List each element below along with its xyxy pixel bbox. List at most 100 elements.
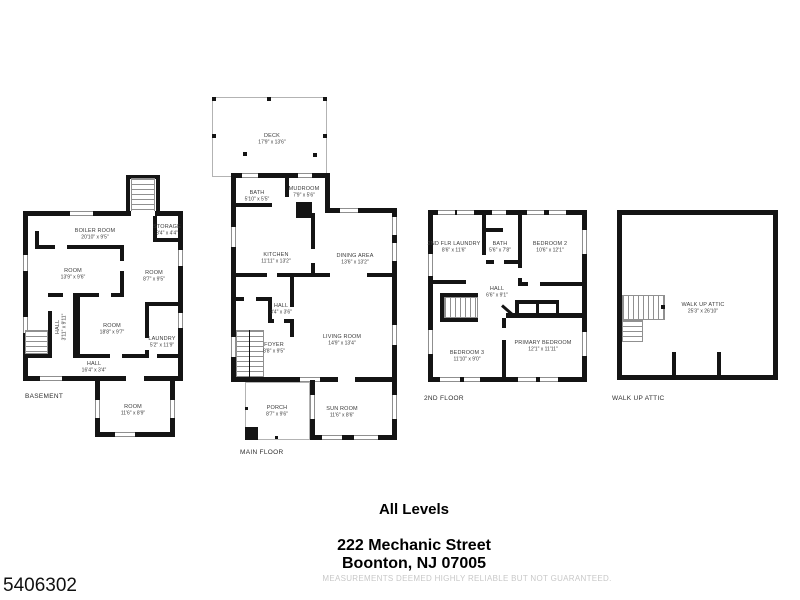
wall xyxy=(73,297,80,358)
levels-title: All Levels xyxy=(378,501,450,518)
wall xyxy=(285,173,289,197)
wall xyxy=(268,319,274,323)
wall xyxy=(111,293,124,297)
wall xyxy=(502,318,506,328)
wall xyxy=(277,273,295,277)
wall xyxy=(295,273,330,277)
window xyxy=(549,210,566,215)
room-name: WALK UP ATTIC xyxy=(681,301,725,308)
room-name: BATH xyxy=(492,240,508,247)
wall xyxy=(120,271,124,297)
room-dims: 18'8" x 9'7" xyxy=(99,329,125,336)
wall xyxy=(153,216,157,240)
room-dims: 11'6" x 8'6" xyxy=(329,412,355,419)
window xyxy=(392,217,397,235)
exterior-wall xyxy=(325,208,397,213)
window xyxy=(438,210,455,215)
staircase xyxy=(236,330,264,377)
staircase xyxy=(622,320,643,342)
window xyxy=(392,243,397,261)
room-name: STORAGE xyxy=(153,223,181,230)
window xyxy=(428,254,433,276)
room-dims: 16'4" x 3'4" xyxy=(81,367,107,374)
room-name: HALL xyxy=(489,285,505,292)
wall xyxy=(428,280,466,284)
window xyxy=(170,400,175,418)
wall xyxy=(67,245,124,249)
room-dims: 3'4" x 4'4" xyxy=(156,230,178,237)
porch-pier xyxy=(245,427,258,440)
window xyxy=(518,377,536,382)
deck-post xyxy=(267,97,271,101)
room-name: 2ND FLR LAUNDRY xyxy=(427,240,481,247)
window xyxy=(428,330,433,354)
deck-post xyxy=(323,97,327,101)
exterior-wall xyxy=(428,210,587,382)
address-line2: Boonton, NJ 07005 xyxy=(341,555,487,572)
window xyxy=(23,255,28,271)
room-dims: 5'10" x 5'5" xyxy=(244,196,270,203)
disclaimer-text: MEASUREMENTS DEEMED HIGHLY RELIABLE BUT … xyxy=(322,574,612,583)
wall xyxy=(504,260,522,264)
room-name: LIVING ROOM xyxy=(322,333,362,340)
room-name: HALL xyxy=(54,319,61,335)
room-name: ROOM xyxy=(145,269,163,276)
wall xyxy=(157,354,178,358)
room-dims: 11'10" x 9'0" xyxy=(453,356,481,363)
room-name: BOILER ROOM xyxy=(74,227,116,234)
room-dims: 14'9" x 13'4" xyxy=(328,340,356,347)
room-name: BATH xyxy=(249,189,265,196)
room-name: HALL xyxy=(273,302,289,309)
deck-post xyxy=(275,436,278,439)
wall xyxy=(231,273,267,277)
window xyxy=(178,250,183,266)
room-name: PORCH xyxy=(266,404,288,411)
wall xyxy=(145,302,183,306)
exterior-wall xyxy=(617,210,778,380)
exterior-wall xyxy=(231,173,330,178)
window xyxy=(340,208,358,213)
room-name: ROOM xyxy=(64,267,82,274)
room-dims: 7'9" x 5'6" xyxy=(293,192,315,199)
wall xyxy=(672,352,676,375)
window xyxy=(322,435,342,440)
window xyxy=(392,395,397,419)
room-dims: 25'3" x 26'10" xyxy=(687,308,719,315)
window xyxy=(440,377,460,382)
room-name: DECK xyxy=(264,132,280,139)
room-name: BEDROOM 2 xyxy=(532,240,568,247)
deck-post xyxy=(212,134,216,138)
window xyxy=(527,210,544,215)
room-name: ROOM xyxy=(103,322,121,329)
window xyxy=(582,332,587,356)
wall xyxy=(145,350,149,358)
wall xyxy=(256,297,268,301)
room-name: FOYER xyxy=(264,341,284,348)
exterior-wall xyxy=(325,173,330,213)
window xyxy=(354,435,378,440)
wall xyxy=(440,318,478,322)
room-dims: 10'6" x 12'1" xyxy=(536,247,564,254)
room-dims: 3'11" x 9'11" xyxy=(61,313,68,341)
wall xyxy=(290,319,294,337)
wall xyxy=(120,249,124,261)
room-dims: 17'9" x 13'6" xyxy=(258,139,286,146)
